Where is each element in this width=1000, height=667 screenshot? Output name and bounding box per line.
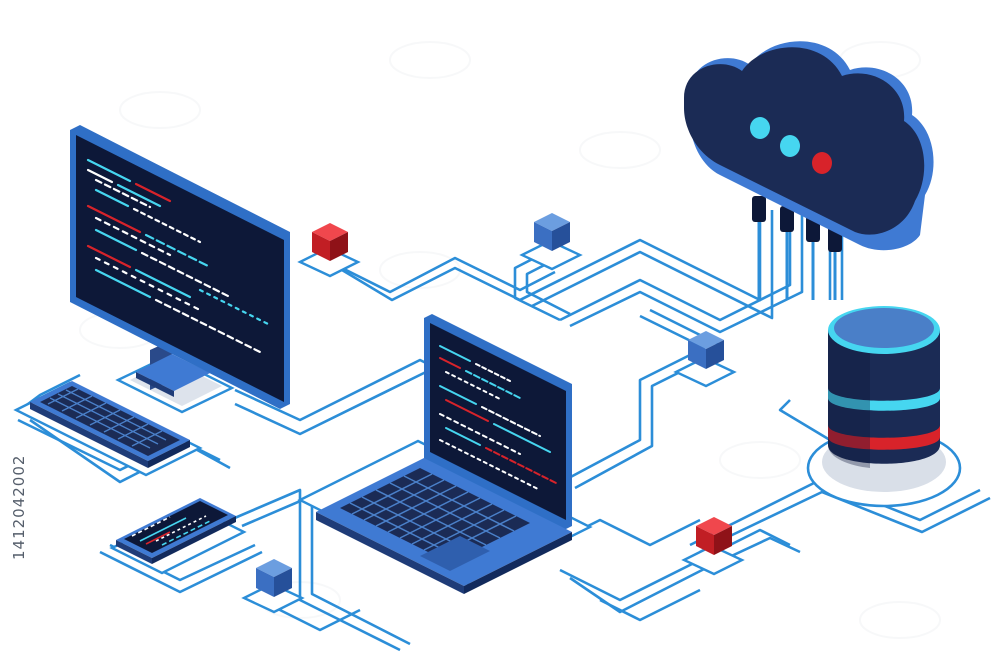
laptop-icon	[297, 314, 593, 594]
data-cube-icon	[688, 331, 724, 369]
server-database-icon	[806, 306, 962, 508]
data-cube-icon	[534, 213, 570, 251]
connector-pads	[241, 239, 745, 614]
data-cube-icon	[256, 559, 292, 597]
cloud-icon	[684, 41, 934, 300]
stock-id-text: 1412042002	[10, 455, 28, 560]
smartphone-icon	[109, 498, 247, 575]
data-cube-icon	[696, 517, 732, 555]
data-cube-icon	[312, 223, 348, 261]
keyboard-icon	[13, 381, 203, 477]
desktop-monitor-icon	[70, 125, 290, 414]
